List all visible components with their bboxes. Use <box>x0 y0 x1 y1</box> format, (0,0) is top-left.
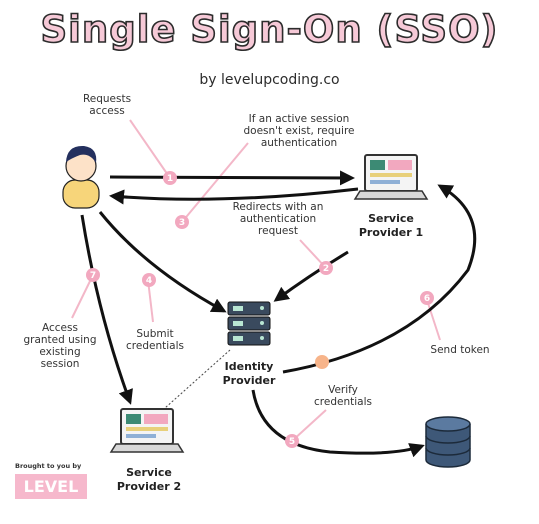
identity-provider-label-line-1: Identity <box>224 360 274 373</box>
step-label-3-line-2: doesn't exist, require <box>243 125 355 137</box>
step-marker-5: 5 <box>285 434 299 448</box>
badge-logo-text: LEVEL UP <box>15 474 87 521</box>
step-number-2: 2 <box>323 264 329 274</box>
step-label-3-line-1: If an active session <box>248 113 350 125</box>
leader-line-5 <box>291 409 327 442</box>
level-up-badge: Brought to you by LEVEL UP <box>15 462 89 521</box>
session-dotted-line <box>164 349 231 409</box>
arrow-redirect-to-idp <box>273 250 349 302</box>
service-provider-1-label-line-2: Provider 1 <box>358 226 424 239</box>
identity-provider-label: Identity Provider <box>204 360 294 388</box>
arrow-redirect-to-user <box>109 187 359 205</box>
step-marker-4: 4 <box>142 273 156 287</box>
step-label-2: Redirects with an authentication request <box>218 201 338 237</box>
step-label-2-line-2: authentication <box>239 213 317 225</box>
step-label-1-line-2: access <box>89 105 125 117</box>
user-icon <box>62 145 100 209</box>
step-label-3: If an active session doesn't exist, requ… <box>234 113 364 149</box>
sso-diagram: 1 2 3 4 5 6 7 <box>62 119 477 468</box>
step-label-6-line-1: Send token <box>430 344 490 356</box>
step-marker-3: 3 <box>175 215 189 229</box>
step-number-1: 1 <box>167 174 173 184</box>
leader-line-7 <box>71 274 94 319</box>
service-provider-2-label-line-2: Provider 2 <box>116 480 182 493</box>
step-marker-2: 2 <box>319 261 333 275</box>
step-label-5-line-1: Verify <box>328 384 358 396</box>
arrow-send-token <box>282 184 477 374</box>
step-label-1: Requests access <box>72 93 142 117</box>
server-icon-identity-provider <box>227 301 271 346</box>
step-label-5-line-2: credentials <box>314 396 372 408</box>
step-number-5: 5 <box>289 437 295 447</box>
step-marker-6: 6 <box>420 291 434 305</box>
step-label-4: Submit credentials <box>115 328 195 352</box>
page-title: Single Sign-On (SSO) <box>40 7 499 52</box>
leader-line-3 <box>181 142 249 223</box>
step-label-2-line-1: Redirects with an <box>232 201 324 213</box>
leader-line-1 <box>129 119 171 179</box>
leader-line-4 <box>147 279 154 323</box>
arrow-requests-access <box>109 170 355 186</box>
step-label-1-line-1: Requests <box>82 93 132 105</box>
service-provider-2-label: Service Provider 2 <box>104 466 194 494</box>
laptop-icon-service-provider-1 <box>353 154 429 200</box>
service-provider-1-label-line-1: Service <box>368 212 414 225</box>
service-provider-1-label: Service Provider 1 <box>346 212 436 240</box>
step-label-7-line-2: granted using <box>23 334 97 346</box>
step-label-4-line-2: credentials <box>126 340 184 352</box>
step-label-5: Verify credentials <box>306 384 380 408</box>
service-provider-2-label-line-1: Service <box>126 466 172 479</box>
step-label-7-line-4: session <box>40 358 80 370</box>
step-number-4: 4 <box>146 276 152 286</box>
step-label-3-line-3: authentication <box>260 137 338 149</box>
byline: by levelupcoding.co <box>199 72 340 88</box>
arrow-submit-credentials <box>98 211 227 313</box>
token-dot <box>315 355 329 369</box>
leader-line-6 <box>426 299 441 341</box>
step-marker-7: 7 <box>86 268 100 282</box>
arrow-access-granted <box>80 214 133 405</box>
badge-caption: Brought to you by <box>15 462 82 470</box>
leader-lines <box>71 119 441 442</box>
step-label-7-line-3: existing <box>39 346 81 358</box>
step-number-3: 3 <box>179 218 185 228</box>
step-label-4-line-1: Submit <box>136 328 174 340</box>
laptop-icon-service-provider-2 <box>109 408 185 453</box>
database-icon <box>425 416 471 468</box>
step-label-6: Send token <box>420 344 500 356</box>
step-label-2-line-3: request <box>258 225 298 237</box>
step-marker-1: 1 <box>163 171 177 185</box>
arrow-verify-credentials <box>251 389 425 458</box>
step-label-7-line-1: Access <box>42 322 78 334</box>
step-label-7: Access granted using existing session <box>18 322 102 370</box>
identity-provider-label-line-2: Provider <box>222 374 276 387</box>
step-markers: 1 2 3 4 5 6 7 <box>86 171 434 448</box>
step-number-6: 6 <box>424 294 430 304</box>
step-number-7: 7 <box>90 271 96 281</box>
flow-arrows <box>80 170 477 458</box>
